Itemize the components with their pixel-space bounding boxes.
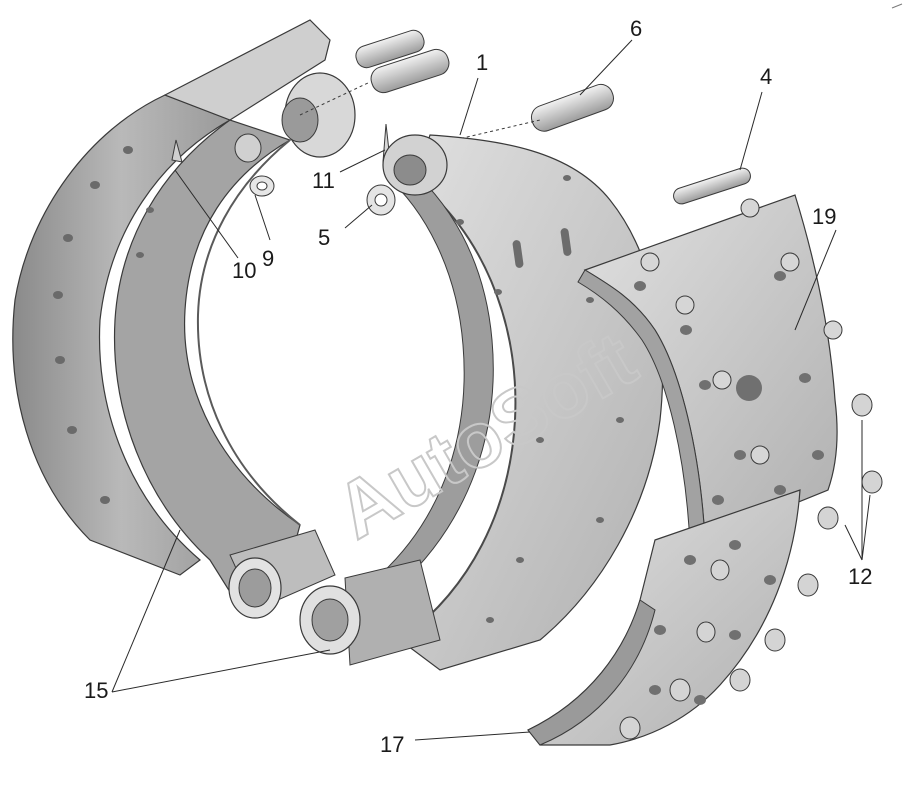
callout-5: 5 — [318, 225, 330, 250]
callouts: 1 6 4 11 5 10 9 19 12 15 17 — [84, 16, 872, 757]
pin-6 — [530, 83, 614, 132]
middle-shoe-inner-edge — [399, 179, 517, 641]
rivet — [817, 506, 839, 530]
pins-group — [299, 29, 751, 216]
rivet — [696, 621, 716, 643]
lining-17-edge — [527, 599, 656, 746]
lining-19-holes — [634, 271, 824, 505]
callout-17: 17 — [380, 732, 404, 757]
rivet — [669, 678, 691, 702]
left-shoe-top-plate — [163, 19, 331, 121]
callout-10: 10 — [232, 258, 256, 283]
rivet — [729, 668, 751, 692]
rivet — [861, 470, 883, 494]
lining-17-holes — [649, 540, 776, 705]
callout-12: 12 — [848, 564, 872, 589]
callout-9: 9 — [262, 246, 274, 271]
callout-19: 19 — [812, 204, 836, 229]
washer-nut — [234, 133, 262, 163]
callout-15: 15 — [84, 678, 108, 703]
rivet — [710, 559, 730, 581]
leader-lines — [111, 39, 871, 741]
callout-1: 1 — [476, 50, 488, 75]
pin-top-a — [355, 29, 425, 69]
pin-4 — [673, 167, 751, 205]
callout-11: 11 — [312, 168, 335, 193]
left-brake-shoe — [12, 19, 356, 619]
left-lining-holes — [53, 146, 154, 504]
middle-shoe-bottom-eye — [299, 559, 441, 666]
rivet — [619, 716, 641, 740]
corner-mark — [891, 3, 903, 9]
lining-segment-17 — [527, 489, 801, 746]
rivet — [851, 393, 873, 417]
middle-shoe-holes — [456, 175, 624, 623]
rivet — [764, 628, 786, 652]
pin-top-b — [370, 48, 450, 94]
left-shoe-lining — [12, 94, 232, 576]
callout-4: 4 — [760, 64, 772, 89]
rivet — [797, 573, 819, 597]
left-shoe-inner-rim — [196, 139, 301, 526]
rivets-12 — [619, 393, 883, 740]
cotter-pin-10 — [171, 139, 183, 163]
callout-6: 6 — [630, 16, 642, 41]
left-shoe-anchor-boss — [228, 529, 336, 619]
